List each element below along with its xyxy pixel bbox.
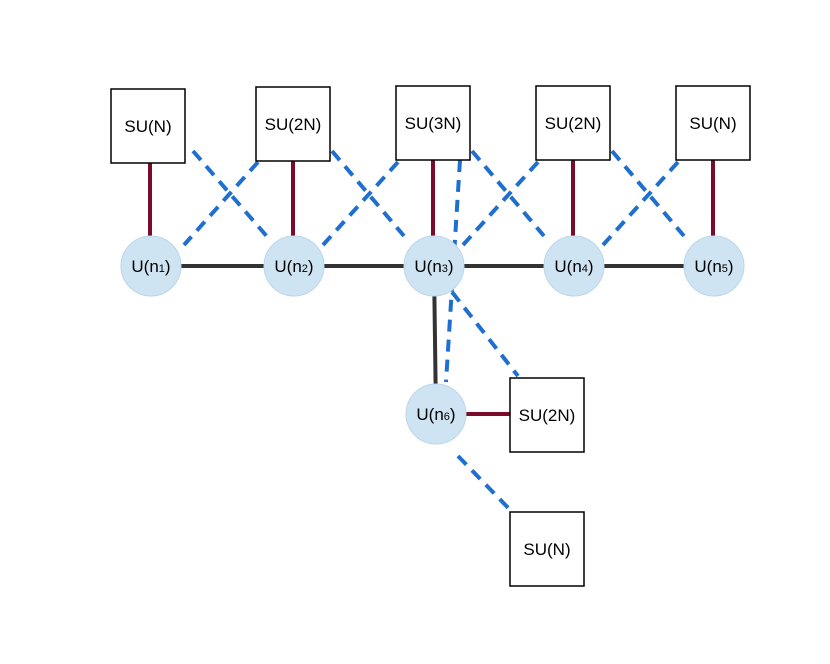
su-box-su3: SU(3N) <box>395 85 471 161</box>
u-node-circle <box>683 235 745 297</box>
edge-dashed-su2-n1 <box>182 160 260 247</box>
edge-dashed-su5-n4 <box>601 160 680 247</box>
su-box-su1: SU(N) <box>110 88 186 164</box>
su-box-label: SU(N) <box>689 114 736 133</box>
edge-dashed-su3-n2 <box>321 160 400 247</box>
u-node-label: U(n3) <box>414 257 453 276</box>
u-node-circle <box>263 235 325 297</box>
su-box-rect <box>110 88 186 164</box>
su-box-su5: SU(N) <box>675 85 751 161</box>
u-node-n6: U(n6) <box>405 383 467 445</box>
u-node-label: U(n6) <box>416 405 455 424</box>
su-box-label: SU(N) <box>124 117 171 136</box>
su-box-su6: SU(2N) <box>509 377 585 453</box>
u-node-circle <box>120 235 182 297</box>
su-box-rect <box>255 86 331 162</box>
u-node-label: U(n4) <box>554 257 593 276</box>
edge-dashed-n6-su7 <box>456 454 520 520</box>
edge-dashed-n3-su6 <box>450 290 520 378</box>
su-box-su2: SU(2N) <box>255 86 331 162</box>
u-node-n4: U(n4) <box>543 235 605 297</box>
su-box-su7: SU(N) <box>509 511 585 587</box>
su-box-label: SU(2N) <box>545 114 602 133</box>
u-node-circle <box>403 235 465 297</box>
edge-dashed-su4-n3 <box>461 160 540 247</box>
u-node-n3: U(n3) <box>403 235 465 297</box>
su-box-rect <box>509 511 585 587</box>
su-box-rect <box>395 85 471 161</box>
su-box-rect <box>535 85 611 161</box>
su-box-label: SU(2N) <box>519 406 576 425</box>
u-node-n2: U(n2) <box>263 235 325 297</box>
su-box-label: SU(N) <box>523 540 570 559</box>
u-node-n1: U(n1) <box>120 235 182 297</box>
u-node-label: U(n1) <box>131 257 170 276</box>
su-box-su4: SU(2N) <box>535 85 611 161</box>
u-node-n5: U(n5) <box>683 235 745 297</box>
su-box-rect <box>675 85 751 161</box>
u-node-circle <box>543 235 605 297</box>
su-box-label: SU(3N) <box>405 114 462 133</box>
u-node-label: U(n2) <box>274 257 313 276</box>
u-node-circle <box>405 383 467 445</box>
su-box-label: SU(2N) <box>265 115 322 134</box>
su-box-rect <box>509 377 585 453</box>
u-node-label: U(n5) <box>694 257 733 276</box>
